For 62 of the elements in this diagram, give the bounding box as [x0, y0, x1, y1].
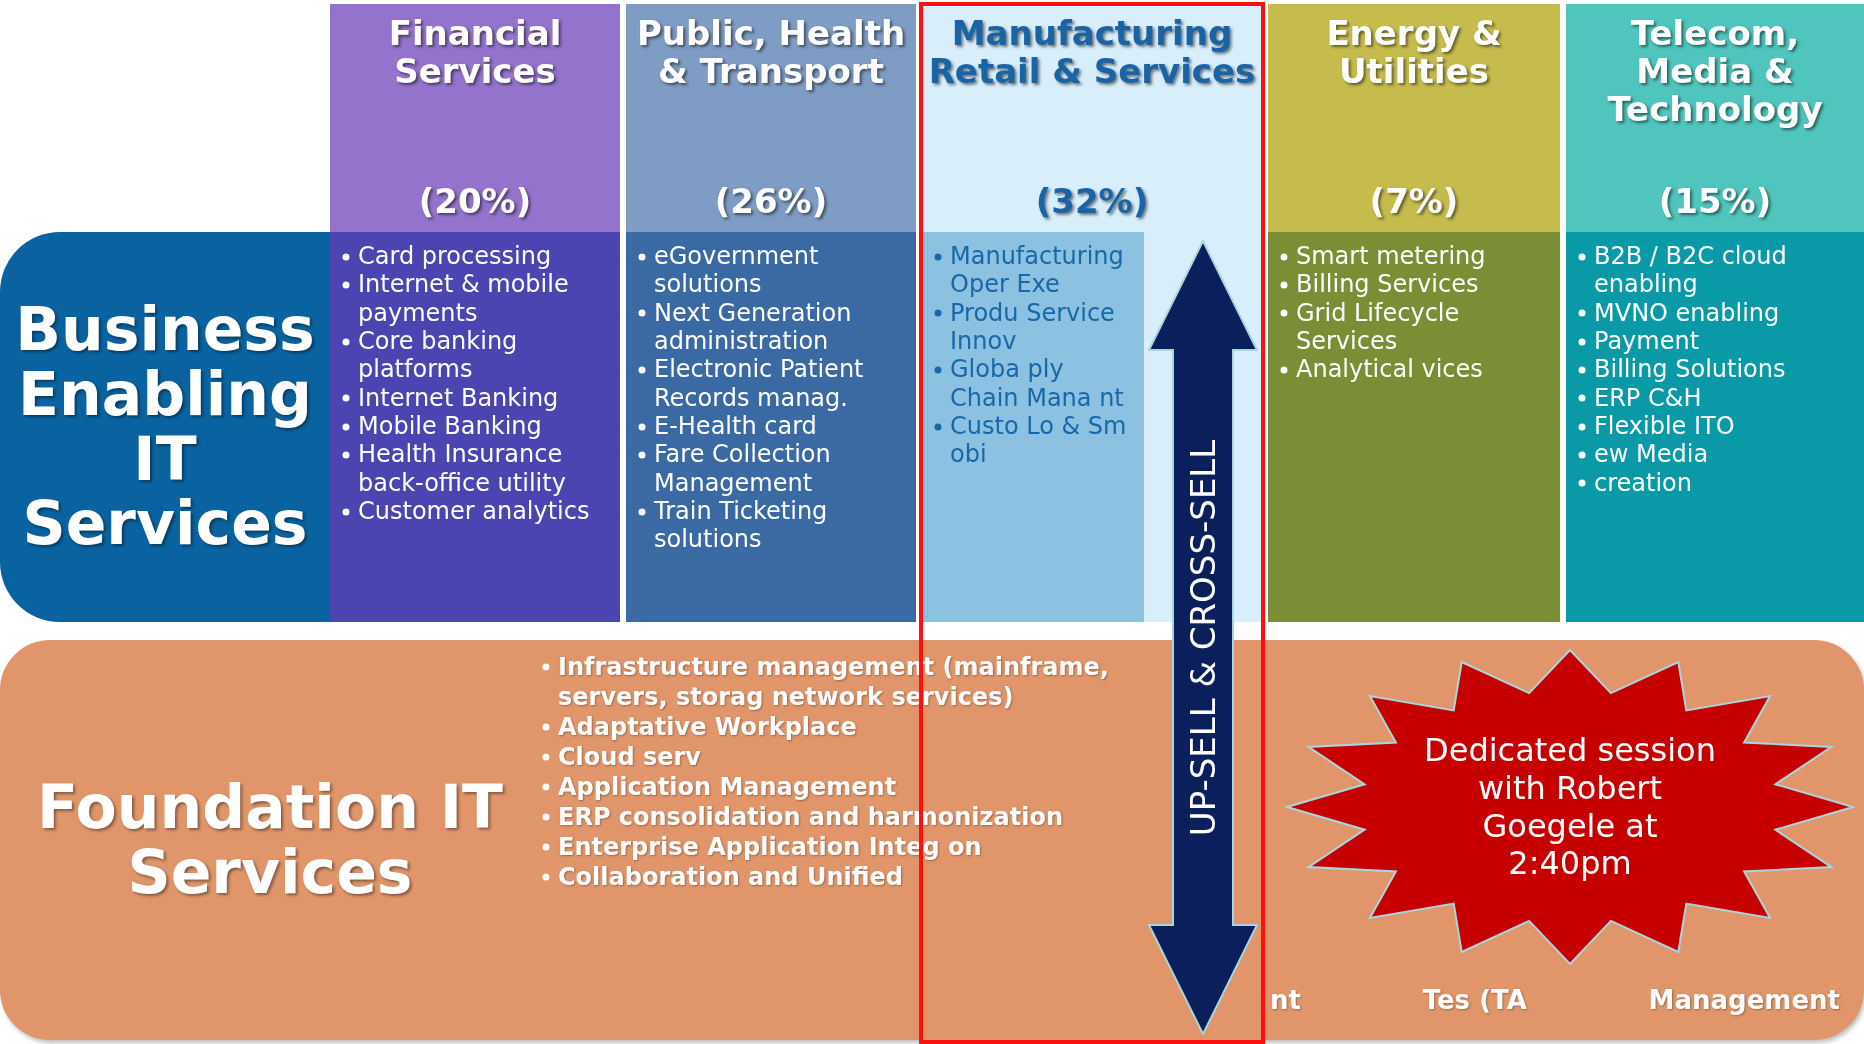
list-item: Core banking platforms: [358, 326, 519, 384]
list-item: Internet & mobile payments: [358, 270, 570, 327]
percentage-label: (26%): [713, 182, 829, 221]
text-fragment: nt: [1270, 985, 1301, 1015]
list-item: Electronic Patient Records manag.: [654, 355, 865, 412]
arrow-label: UP-SELL & CROSS-SELL: [1183, 439, 1223, 836]
column-heading: Energy & Utilities: [1325, 14, 1503, 91]
column-panel: [1566, 4, 1864, 622]
list-item: Manufacturing Oper Exe: [950, 242, 1125, 299]
column-heading: Public, Health & Transport: [635, 14, 907, 91]
list-item: ERP C&H: [1594, 383, 1702, 412]
percentage-label: (7%): [1368, 182, 1460, 221]
list-item: Adaptative Workplace: [558, 712, 857, 742]
list-item: eGovernment solutions: [654, 242, 820, 299]
category-cell: [330, 232, 620, 622]
category-cell: [922, 232, 1144, 622]
callout-text: Dedicated session with Robert Goegele at 2:40pm: [1423, 731, 1717, 883]
list-item: Card processing: [358, 242, 552, 271]
list-item: Grid Lifecycle Services: [1296, 298, 1461, 356]
list-item: Internet Banking: [358, 383, 559, 412]
percentage-label: (20%): [417, 182, 533, 221]
list-item: Produ Service Innov: [950, 298, 1116, 356]
list-item: ew Media: [1594, 440, 1709, 469]
column-panel: [1268, 4, 1560, 622]
list-item: Customer analytics: [358, 496, 590, 526]
list-item: Application Management: [558, 772, 897, 802]
double-arrow: [1148, 240, 1258, 1035]
list-item: B2B / B2C cloud enabling: [1594, 242, 1788, 299]
list-item: Globa ply Chain Mana nt: [950, 355, 1125, 412]
list-item: Health Insurance back-office utility: [358, 440, 567, 497]
text-fragment: Management: [1648, 985, 1840, 1015]
column-panel: [626, 4, 916, 622]
category-cell: [1566, 232, 1864, 622]
list-item: Analytical vices: [1296, 355, 1483, 384]
percentage-label: (32%): [1034, 182, 1150, 221]
list-item: Mobile Banking: [358, 411, 542, 441]
column-heading: Financial Services: [387, 14, 563, 91]
list-item: Fare Collection Management: [654, 440, 832, 497]
list-item: E-Health card: [654, 411, 817, 441]
list-item: Flexible ITO: [1594, 411, 1735, 441]
list-item: Custo Lo & Sm obi: [950, 411, 1128, 469]
category-cell: [626, 232, 916, 622]
text-fragment: Tes (TA: [1422, 985, 1527, 1015]
list-item: Cloud serv: [558, 742, 701, 772]
list-item: MVNO enabling: [1594, 298, 1780, 327]
list-item: Next Generation administration: [654, 298, 853, 356]
list-item: Train Ticketing solutions: [654, 496, 829, 554]
list-item: Billing Solutions: [1594, 355, 1786, 384]
list-item: Collaboration and Unified: [558, 862, 903, 892]
category-cell: [1268, 232, 1560, 622]
row-band: [0, 232, 330, 622]
list-item: Billing Services: [1296, 270, 1479, 299]
list-item: Smart metering: [1296, 242, 1486, 271]
percentage-label: (15%): [1657, 182, 1773, 221]
list-item: creation: [1594, 468, 1692, 497]
row-heading: Business Enabling IT Services: [14, 297, 316, 557]
column-heading: Telecom, Media & Technology: [1606, 14, 1824, 129]
list-item: Payment: [1594, 326, 1700, 356]
column-heading: Manufacturing Retail & Services: [928, 14, 1256, 91]
column-panel: [330, 4, 620, 622]
starburst-callout: [1285, 648, 1855, 966]
row-heading: Foundation IT Services: [36, 775, 504, 905]
